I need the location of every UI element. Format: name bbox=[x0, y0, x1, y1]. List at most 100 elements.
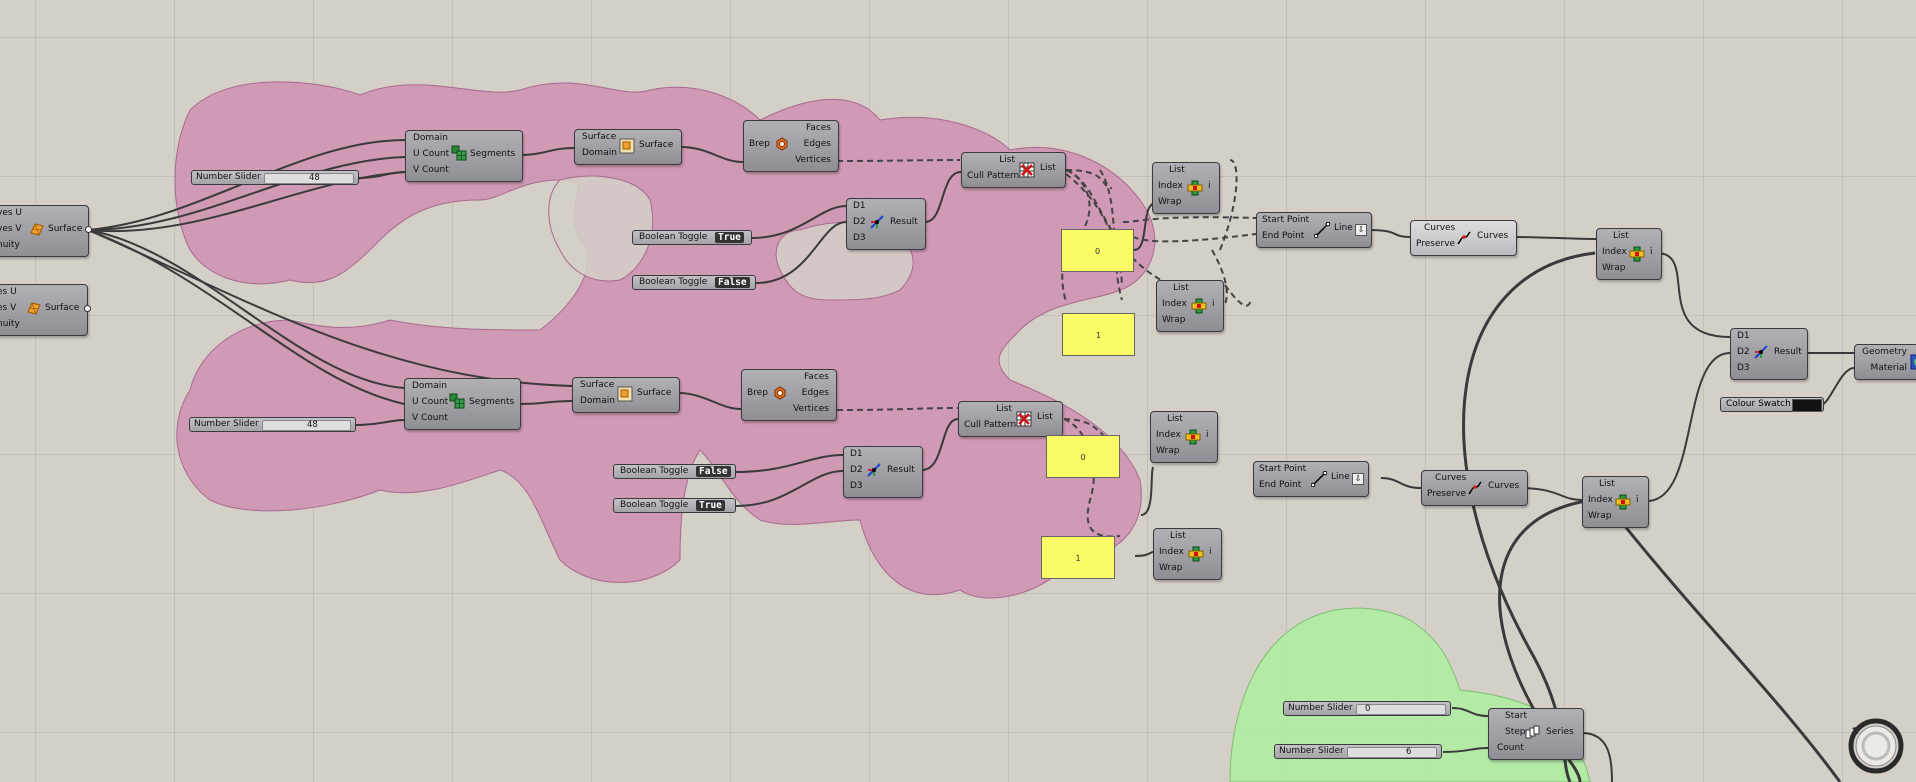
series-input-count[interactable]: Count bbox=[1497, 743, 1524, 753]
dbrep-input-brep[interactable]: Brep bbox=[747, 388, 768, 398]
list-item-b[interactable]: List Index Wrap i bbox=[1156, 280, 1224, 332]
join-curves-bottom[interactable]: Curves Preserve Curves bbox=[1421, 470, 1528, 506]
slider-track[interactable]: 48 bbox=[262, 420, 351, 431]
divide-input-vcount[interactable]: V Count bbox=[413, 165, 449, 175]
divide-domain-bottom[interactable]: Domain U Count V Count Segments bbox=[404, 378, 521, 430]
item-input-list[interactable]: List bbox=[1167, 414, 1183, 424]
toggle-value[interactable]: False bbox=[696, 466, 731, 477]
item-input-index[interactable]: Index bbox=[1602, 247, 1627, 257]
divide-input-vcount[interactable]: V Count bbox=[412, 413, 448, 423]
cull-input-pattern[interactable]: Cull Pattern bbox=[964, 420, 1017, 430]
join-input-curves[interactable]: Curves bbox=[1435, 473, 1467, 483]
swatch-color[interactable] bbox=[1792, 399, 1822, 412]
panel-0-bottom[interactable]: 0 bbox=[1046, 435, 1120, 478]
dbrep-output-faces[interactable]: Faces bbox=[803, 372, 829, 382]
join-curves-top[interactable]: Curves Preserve Curves bbox=[1410, 220, 1517, 256]
isotrim-input-domain[interactable]: Domain bbox=[582, 148, 617, 158]
dbrep-output-vertices[interactable]: Vertices bbox=[793, 404, 829, 414]
cull-input-list[interactable]: List bbox=[996, 404, 1012, 414]
slider-track[interactable]: 48 bbox=[264, 173, 354, 184]
item-input-list[interactable]: List bbox=[1169, 165, 1185, 175]
line-output[interactable]: Line bbox=[1334, 223, 1353, 233]
item-input-list[interactable]: List bbox=[1173, 283, 1189, 293]
item-input-index[interactable]: Index bbox=[1156, 430, 1181, 440]
divide-output[interactable]: Segments bbox=[470, 149, 516, 159]
join-output[interactable]: Curves bbox=[1488, 481, 1520, 491]
line-component-bottom[interactable]: Start Point End Point Line ⇩ bbox=[1253, 461, 1369, 497]
list-item-f[interactable]: List Index Wrap i bbox=[1582, 476, 1649, 528]
item-input-list[interactable]: List bbox=[1613, 231, 1629, 241]
item-output[interactable]: i bbox=[1209, 547, 1212, 557]
series-output[interactable]: Series bbox=[1546, 727, 1574, 737]
list-item-c[interactable]: List Index Wrap i bbox=[1150, 411, 1218, 463]
colour-swatch[interactable]: Colour Swatch bbox=[1720, 397, 1824, 412]
isotrim-input-domain[interactable]: Domain bbox=[580, 396, 615, 406]
item-input-index[interactable]: Index bbox=[1158, 181, 1183, 191]
surface-input-1[interactable]: ves U bbox=[0, 208, 23, 218]
divide-input-domain[interactable]: Domain bbox=[412, 381, 447, 391]
pick-input-d1[interactable]: D1 bbox=[853, 201, 866, 211]
line-input-start[interactable]: Start Point bbox=[1262, 215, 1310, 225]
list-item-d[interactable]: List Index Wrap i bbox=[1153, 528, 1222, 580]
toggle-value[interactable]: True bbox=[696, 500, 725, 511]
divide-input-ucount[interactable]: U Count bbox=[412, 397, 449, 407]
panel-0-top[interactable]: 0 bbox=[1061, 229, 1134, 272]
isotrim-top[interactable]: Surface Domain Surface bbox=[574, 129, 682, 165]
surface-input-2[interactable]: ves V bbox=[0, 224, 22, 234]
dbrep-output-edges[interactable]: Edges bbox=[801, 388, 829, 398]
series-input-start[interactable]: Start bbox=[1505, 711, 1527, 721]
item-input-index[interactable]: Index bbox=[1162, 299, 1187, 309]
surface-component-bottom[interactable]: es U es V nuity Surface bbox=[0, 284, 91, 336]
surface-output[interactable]: Surface bbox=[45, 303, 80, 313]
item-input-list[interactable]: List bbox=[1170, 531, 1186, 541]
surface-input-3[interactable]: nuity bbox=[0, 319, 20, 329]
output-grip[interactable] bbox=[84, 305, 91, 312]
line-component-top[interactable]: Start Point End Point Line ⇩ bbox=[1256, 212, 1372, 248]
dbrep-output-edges[interactable]: Edges bbox=[803, 139, 831, 149]
dbrep-input-brep[interactable]: Brep bbox=[749, 139, 770, 149]
isotrim-bottom[interactable]: Surface Domain Surface bbox=[572, 377, 680, 413]
item-input-wrap[interactable]: Wrap bbox=[1159, 563, 1183, 573]
dbrep-output-vertices[interactable]: Vertices bbox=[795, 155, 831, 165]
item-input-index[interactable]: Index bbox=[1588, 495, 1613, 505]
number-slider-start[interactable]: Number Slider 0 bbox=[1283, 701, 1451, 716]
toggle-value[interactable]: False bbox=[715, 277, 750, 288]
cull-input-list[interactable]: List bbox=[999, 155, 1015, 165]
item-output[interactable]: i bbox=[1650, 247, 1653, 257]
pick-input-d2[interactable]: D2 bbox=[853, 217, 866, 227]
pick-choose-top[interactable]: D1 D2 D3 Result bbox=[846, 198, 926, 250]
item-output[interactable]: i bbox=[1206, 430, 1209, 440]
surface-output[interactable]: Surface bbox=[48, 224, 83, 234]
number-slider-bottom[interactable]: Number Slider 48 bbox=[189, 417, 356, 432]
join-input-preserve[interactable]: Preserve bbox=[1416, 239, 1456, 249]
pick-input-d3[interactable]: D3 bbox=[1737, 363, 1750, 373]
cull-output[interactable]: List bbox=[1040, 163, 1056, 173]
surface-input-2[interactable]: es V bbox=[0, 303, 17, 313]
pick-input-d2[interactable]: D2 bbox=[1737, 347, 1750, 357]
item-input-wrap[interactable]: Wrap bbox=[1602, 263, 1626, 273]
isotrim-output[interactable]: Surface bbox=[637, 388, 672, 398]
pick-choose-right[interactable]: D1 D2 D3 Result bbox=[1730, 328, 1808, 380]
line-output[interactable]: Line bbox=[1331, 472, 1350, 482]
preview-input-material[interactable]: Material bbox=[1870, 363, 1907, 373]
cull-pattern-top[interactable]: List Cull Pattern List bbox=[961, 152, 1066, 188]
isotrim-output[interactable]: Surface bbox=[639, 140, 674, 150]
custom-preview[interactable]: Geometry Material bbox=[1854, 344, 1916, 380]
number-slider-top[interactable]: Number Slider 48 bbox=[191, 170, 359, 185]
deconstruct-brep-top[interactable]: Brep Faces Edges Vertices bbox=[743, 120, 839, 172]
item-input-wrap[interactable]: Wrap bbox=[1156, 446, 1180, 456]
item-output[interactable]: i bbox=[1208, 181, 1211, 191]
panel-1-top[interactable]: 1 bbox=[1062, 313, 1135, 356]
list-item-a[interactable]: List Index Wrap i bbox=[1152, 162, 1220, 214]
divide-output[interactable]: Segments bbox=[469, 397, 515, 407]
boolean-toggle-3[interactable]: Boolean Toggle False bbox=[613, 464, 736, 479]
boolean-toggle-4[interactable]: Boolean Toggle True bbox=[613, 498, 736, 513]
pick-input-d3[interactable]: D3 bbox=[850, 481, 863, 491]
deconstruct-brep-bottom[interactable]: Brep Faces Edges Vertices bbox=[741, 369, 837, 421]
item-output[interactable]: i bbox=[1636, 495, 1639, 505]
panel-1-bottom[interactable]: 1 bbox=[1041, 536, 1115, 579]
boolean-toggle-2[interactable]: Boolean Toggle False bbox=[632, 275, 756, 290]
toggle-value[interactable]: True bbox=[715, 232, 744, 243]
divide-domain-top[interactable]: Domain U Count V Count Segments bbox=[405, 130, 523, 182]
